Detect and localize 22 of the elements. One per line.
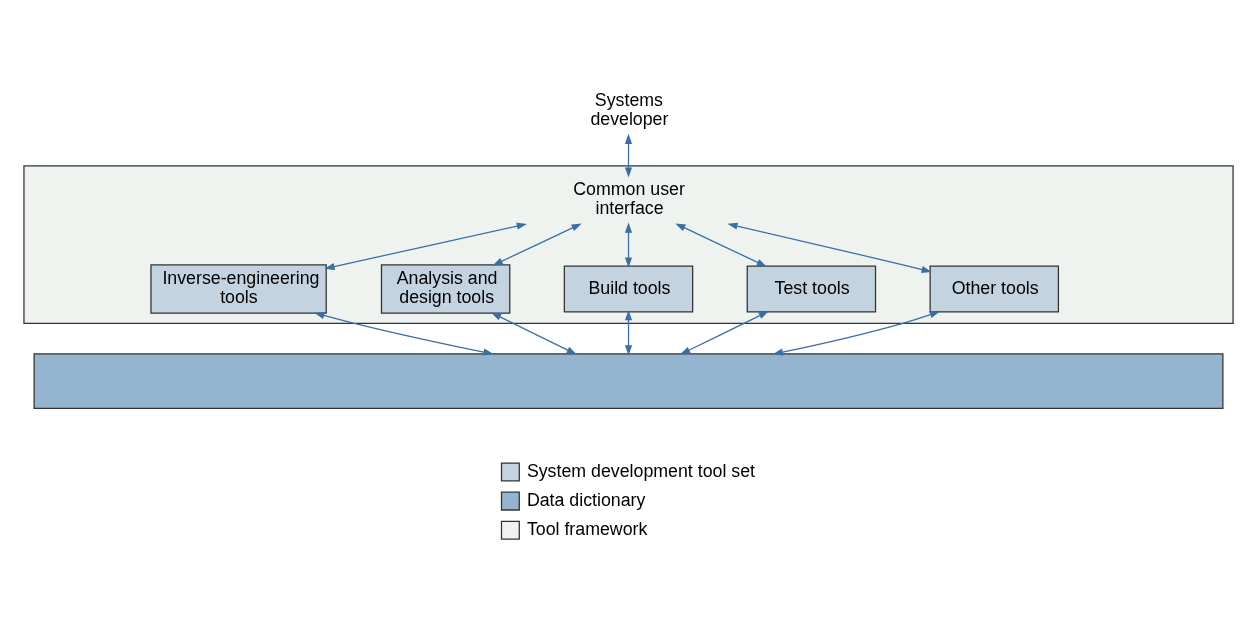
legend-label: Tool framework [526,519,648,540]
node-box: Other tools [929,265,1060,313]
node-bar [33,353,1224,410]
legend-label: Data dictionary [526,489,646,510]
arrow [675,223,767,267]
arrow [491,312,577,355]
legend-label: System development tool set [526,460,756,481]
node-box: Test tools [746,265,877,313]
arrow [492,223,582,266]
arrow [624,310,633,356]
node-box: Build tools [563,265,694,313]
arrow [772,311,940,356]
node-box: Analysis and design tools [380,264,511,314]
arrow [727,222,932,273]
node-text: Systems developer [590,90,669,130]
arrow [314,312,494,356]
arrow [624,133,633,178]
node-box: Inverse-engineering tools [150,264,327,314]
node-text: Common user interface [573,179,685,219]
arrow [324,222,527,270]
arrow [624,222,633,268]
arrow [680,311,769,355]
